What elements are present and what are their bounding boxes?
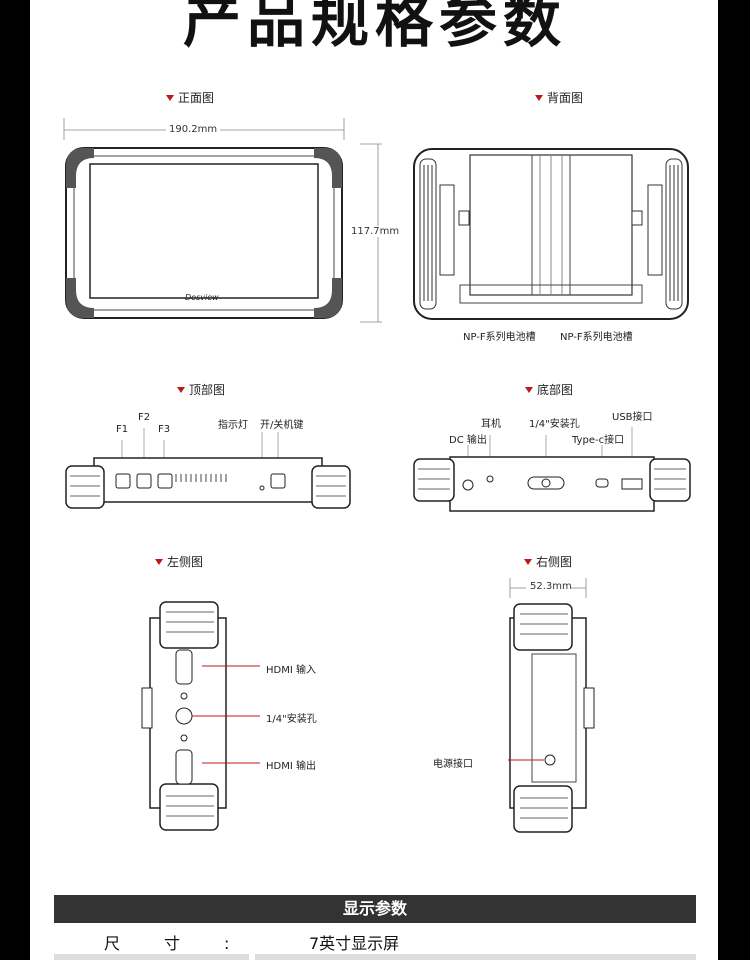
red-triangle-icon <box>524 558 532 565</box>
typec-label: Type-c接口 <box>572 435 625 446</box>
mount-hole-label: 1/4"安装孔 <box>529 419 580 430</box>
front-view-title: 正面图 <box>166 89 214 106</box>
top-view-drawing <box>65 428 351 509</box>
red-triangle-icon <box>166 94 174 101</box>
left-mount-label: 1/4"安装孔 <box>266 714 317 725</box>
left-view-drawing <box>141 601 260 831</box>
bottom-view-title: 底部图 <box>525 381 573 398</box>
depth-dimension: 52.3mm <box>527 581 575 592</box>
front-view-drawing <box>63 118 382 323</box>
back-view-drawing <box>413 148 689 320</box>
f3-label: F3 <box>158 424 171 435</box>
red-triangle-icon <box>535 94 543 101</box>
right-view-title: 右侧图 <box>524 553 572 570</box>
width-dimension: 190.2mm <box>166 124 221 135</box>
indicator-label: 指示灯 <box>218 420 248 431</box>
spec-key: 尺寸: <box>104 934 274 953</box>
usb-label: USB接口 <box>612 412 653 423</box>
f1-label: F1 <box>116 424 129 435</box>
spec-row-next <box>54 954 696 960</box>
power-key-label: 开/关机键 <box>260 420 304 431</box>
brand-logo: Desview <box>185 293 219 302</box>
right-view-drawing <box>508 578 595 833</box>
red-triangle-icon <box>155 558 163 565</box>
height-dimension: 117.7mm <box>348 226 403 237</box>
spec-cell <box>54 954 250 960</box>
bottom-view-drawing <box>413 427 691 512</box>
red-triangle-icon <box>525 386 533 393</box>
red-triangle-icon <box>177 386 185 393</box>
spec-value: 7英寸显示屏 <box>309 934 400 953</box>
f2-label: F2 <box>138 412 151 423</box>
earphone-label: 耳机 <box>481 419 501 430</box>
left-view-title: 左侧图 <box>155 553 203 570</box>
spec-row-size: 尺寸: 7英寸显示屏 <box>54 926 696 954</box>
spec-cell <box>255 954 696 960</box>
hdmi-in-label: HDMI 输入 <box>266 665 316 676</box>
spec-table-header: 显示参数 <box>54 895 696 923</box>
back-view-title: 背面图 <box>535 89 583 106</box>
page-title: 产品规格参数 <box>182 0 567 55</box>
hdmi-out-label: HDMI 输出 <box>266 761 316 772</box>
top-view-title: 顶部图 <box>177 381 225 398</box>
power-port-label: 电源接口 <box>433 759 473 770</box>
black-margin <box>0 866 30 960</box>
battery-slot-label-left: NP-F系列电池槽 <box>463 332 536 343</box>
dc-output-label: DC 输出 <box>449 435 487 446</box>
battery-slot-label-right: NP-F系列电池槽 <box>560 332 633 343</box>
